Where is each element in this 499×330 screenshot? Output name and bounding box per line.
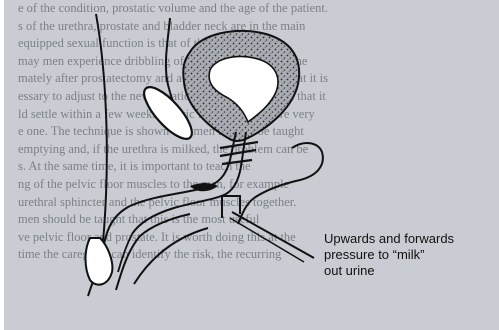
penis-lower-outline	[116, 214, 190, 290]
perineum-line	[254, 143, 323, 198]
caption-line: pressure to “milk”	[324, 247, 454, 263]
caption-line: out urine	[324, 263, 454, 279]
urethra-upper-left	[130, 132, 236, 206]
glans	[86, 238, 113, 285]
prostate-band	[220, 142, 258, 164]
male-pelvis-diagram	[4, 0, 499, 330]
pressure-pointer-line-2	[230, 218, 304, 262]
scrotum-outline	[134, 228, 208, 284]
pressure-caption: Upwards and forwards pressure to “milk” …	[324, 231, 454, 279]
pressure-pointer-line	[232, 212, 314, 258]
caption-line: Upwards and forwards	[324, 231, 454, 247]
